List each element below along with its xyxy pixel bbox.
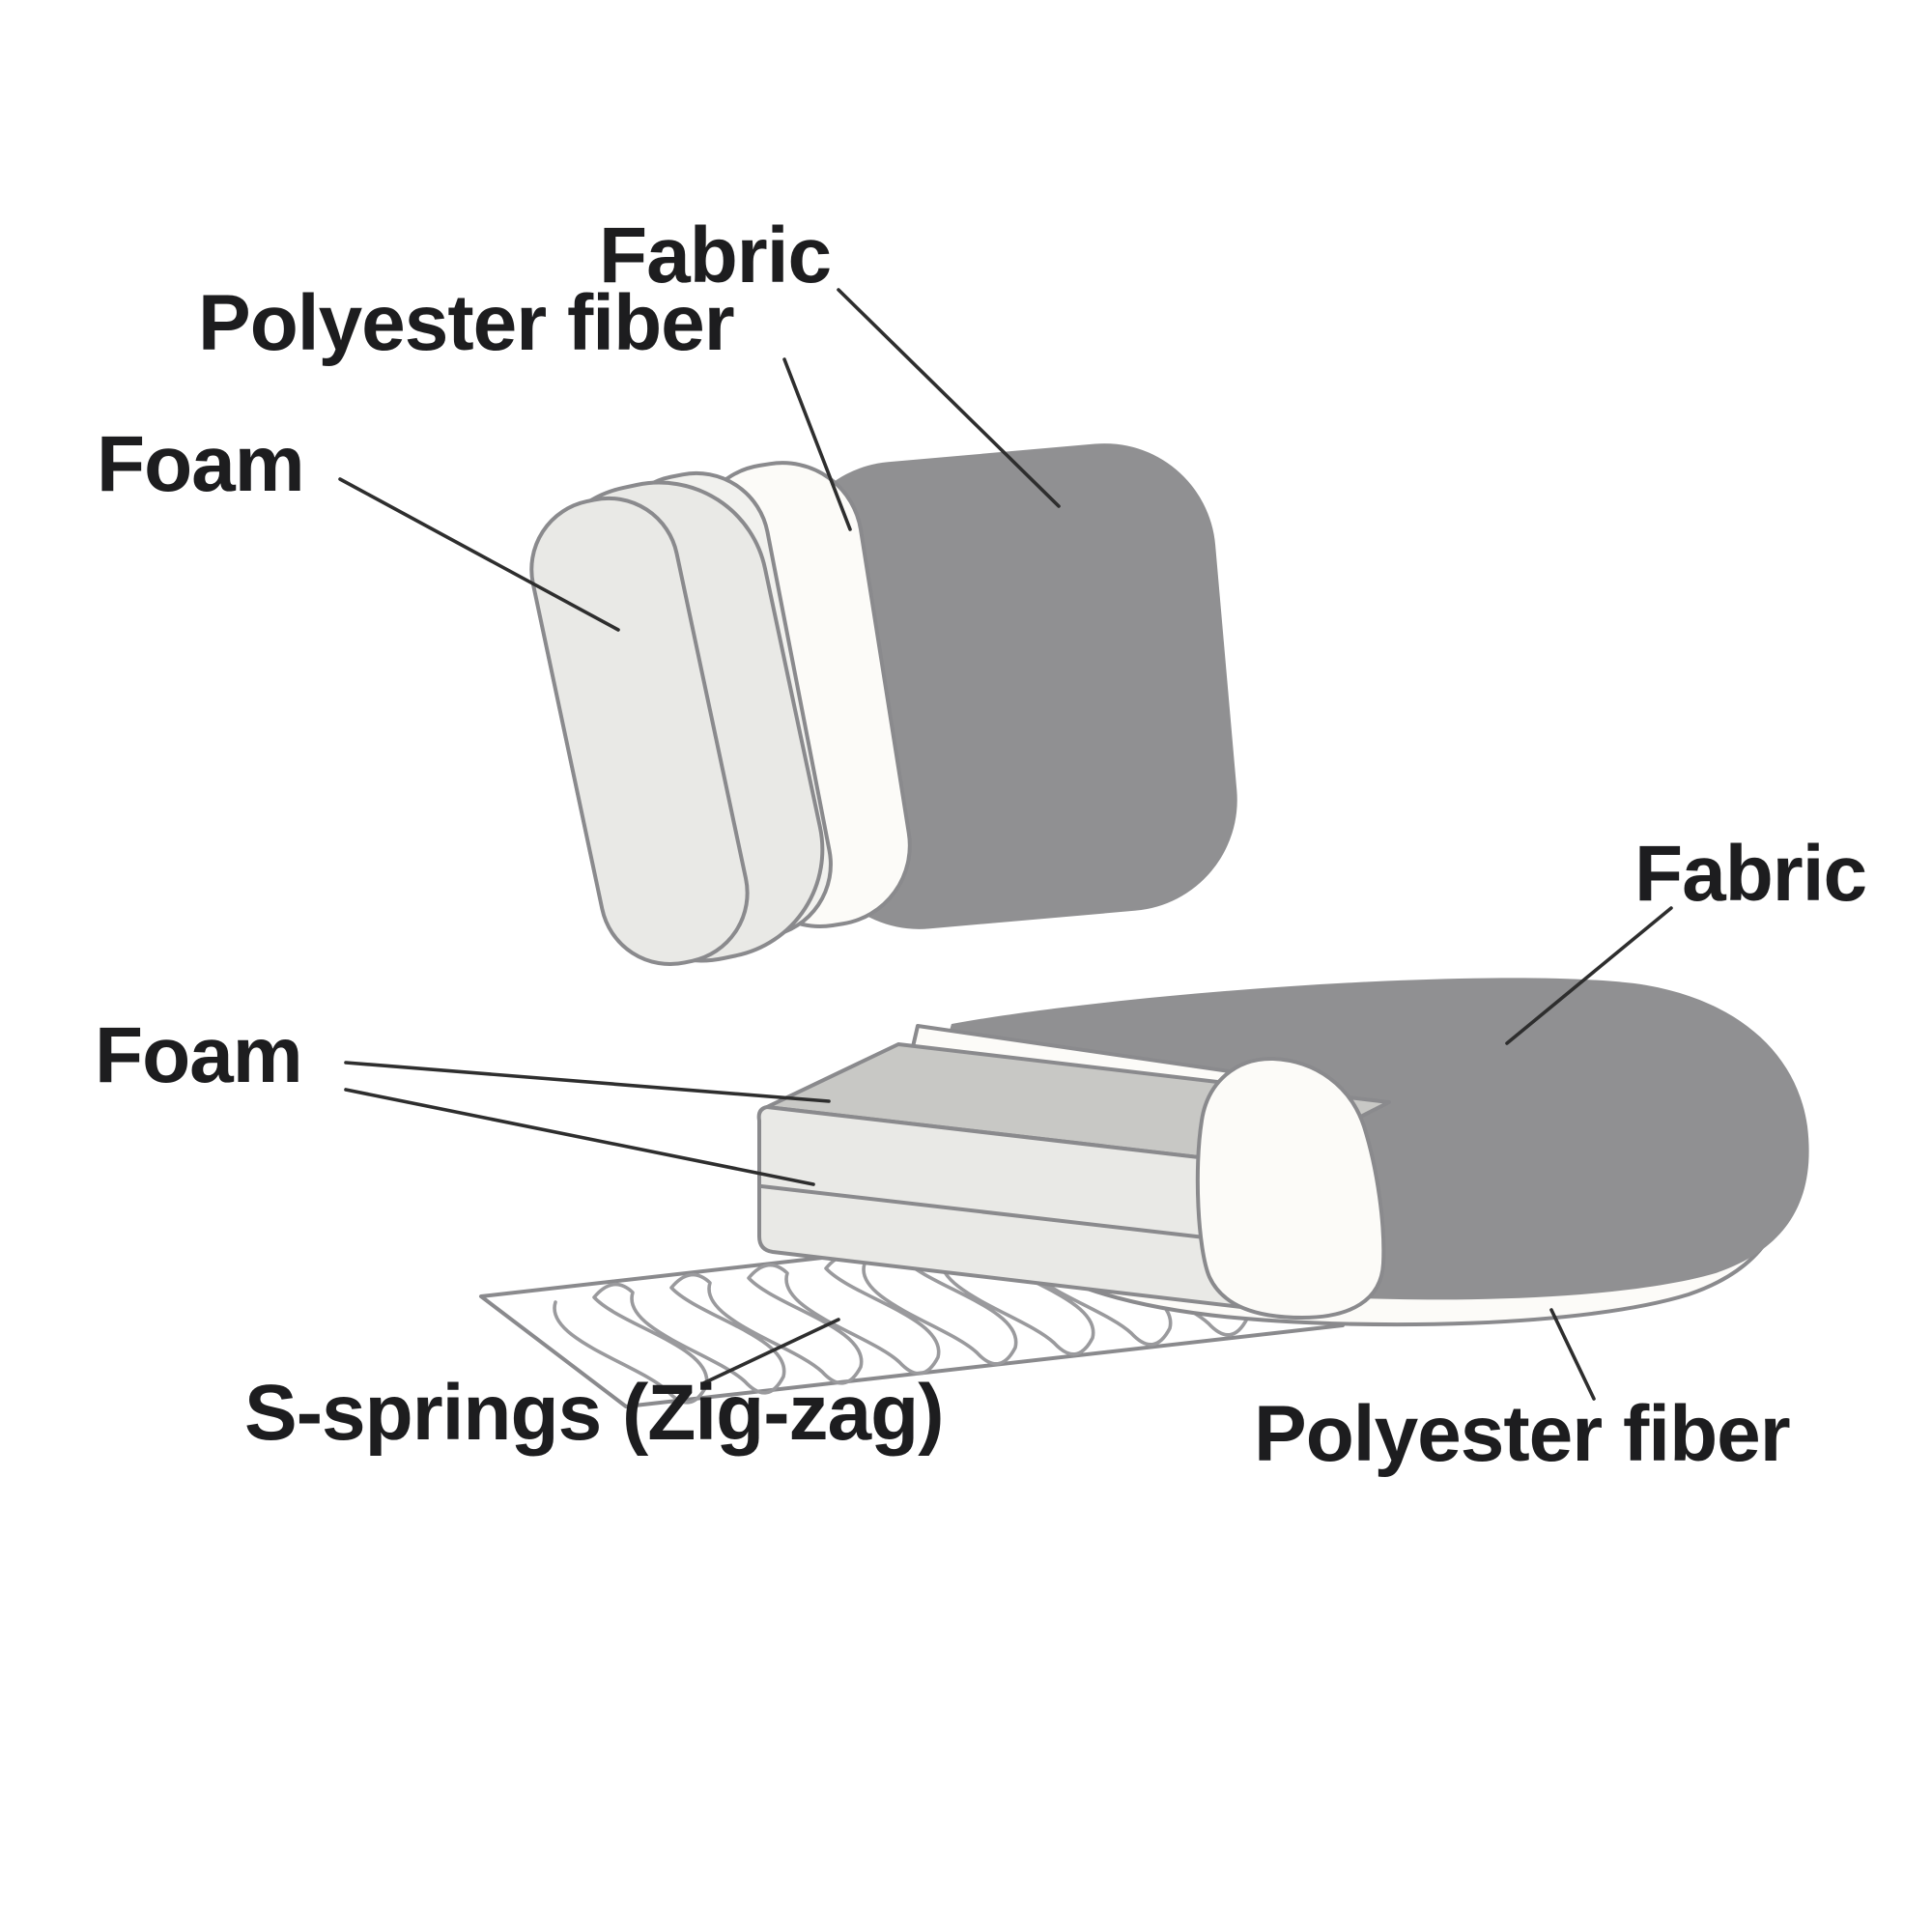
leader-lines [338, 288, 1673, 1401]
seat-fabric-label: Fabric [1634, 830, 1866, 918]
seat-polyester-label: Polyester fiber [1254, 1390, 1790, 1478]
seat-polyester-wrap-band [1195, 1056, 1386, 1320]
back-fabric-leader-line [837, 288, 1061, 508]
seat-fabric-leader-line [1505, 906, 1673, 1045]
springs-label: S-springs (Zig-zag) [244, 1369, 944, 1457]
back-fabric-label: Fabric [599, 212, 831, 299]
seat-foam-label: Foam [95, 1011, 302, 1099]
labels: Fabric Polyester fiber Foam Fabric Foam … [95, 212, 1867, 1478]
back-foam-leader-line [338, 477, 620, 632]
back-polyester-leader-line [782, 357, 852, 531]
back-foam-label: Foam [97, 420, 304, 508]
seat-assembly [479, 978, 1809, 1408]
springs-leader-line [701, 1318, 840, 1385]
back-polyester-label: Polyester fiber [198, 279, 734, 367]
seat-foam-seam-line [759, 1184, 1265, 1246]
backrest-assembly [529, 443, 1237, 967]
backrest-foam-seam-lobe [529, 496, 750, 967]
seat-foam-leader-line-lower [344, 1088, 815, 1186]
seat-polyester-leader-line [1549, 1308, 1596, 1401]
seat-foam-leader-line-upper [344, 1061, 831, 1103]
